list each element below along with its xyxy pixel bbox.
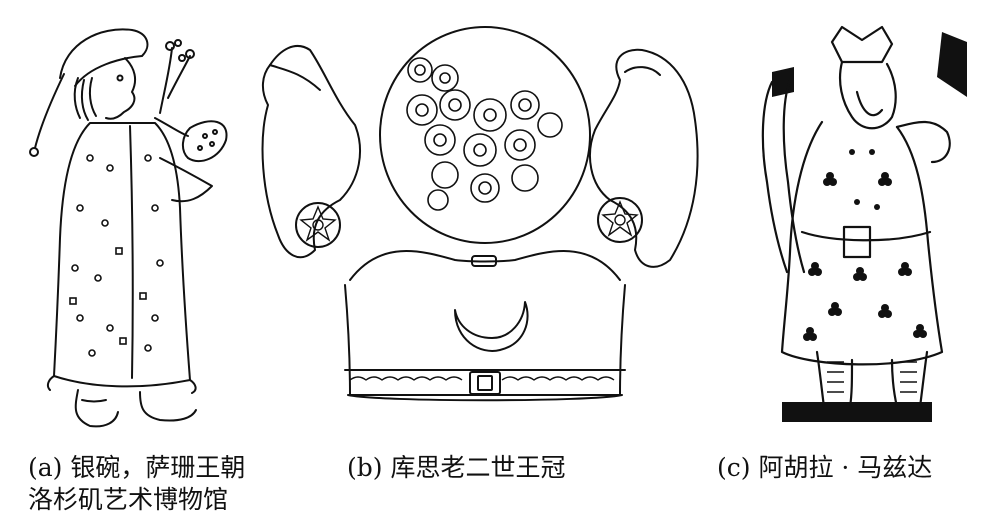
caption-a-line2: 洛杉矶艺术博物馆 [28, 485, 229, 514]
figure-a-drawing [20, 8, 250, 438]
figure-b-drawing [240, 10, 730, 430]
caption-a: (a) 银碗，萨珊王朝 洛杉矶艺术博物馆 [28, 452, 245, 516]
crown-illustration [261, 26, 699, 402]
robed-figure-illustration [29, 28, 228, 428]
ahura-mazda-illustration [761, 25, 967, 422]
caption-b: (b) 库思老二世王冠 [347, 452, 565, 484]
caption-b-line1: (b) 库思老二世王冠 [347, 453, 566, 482]
caption-a-line1: (a) 银碗，萨珊王朝 [28, 453, 246, 482]
caption-c: (c) 阿胡拉 · 马兹达 [717, 452, 932, 484]
caption-c-line1: (c) 阿胡拉 · 马兹达 [717, 453, 933, 482]
figure-c-drawing [732, 22, 972, 432]
